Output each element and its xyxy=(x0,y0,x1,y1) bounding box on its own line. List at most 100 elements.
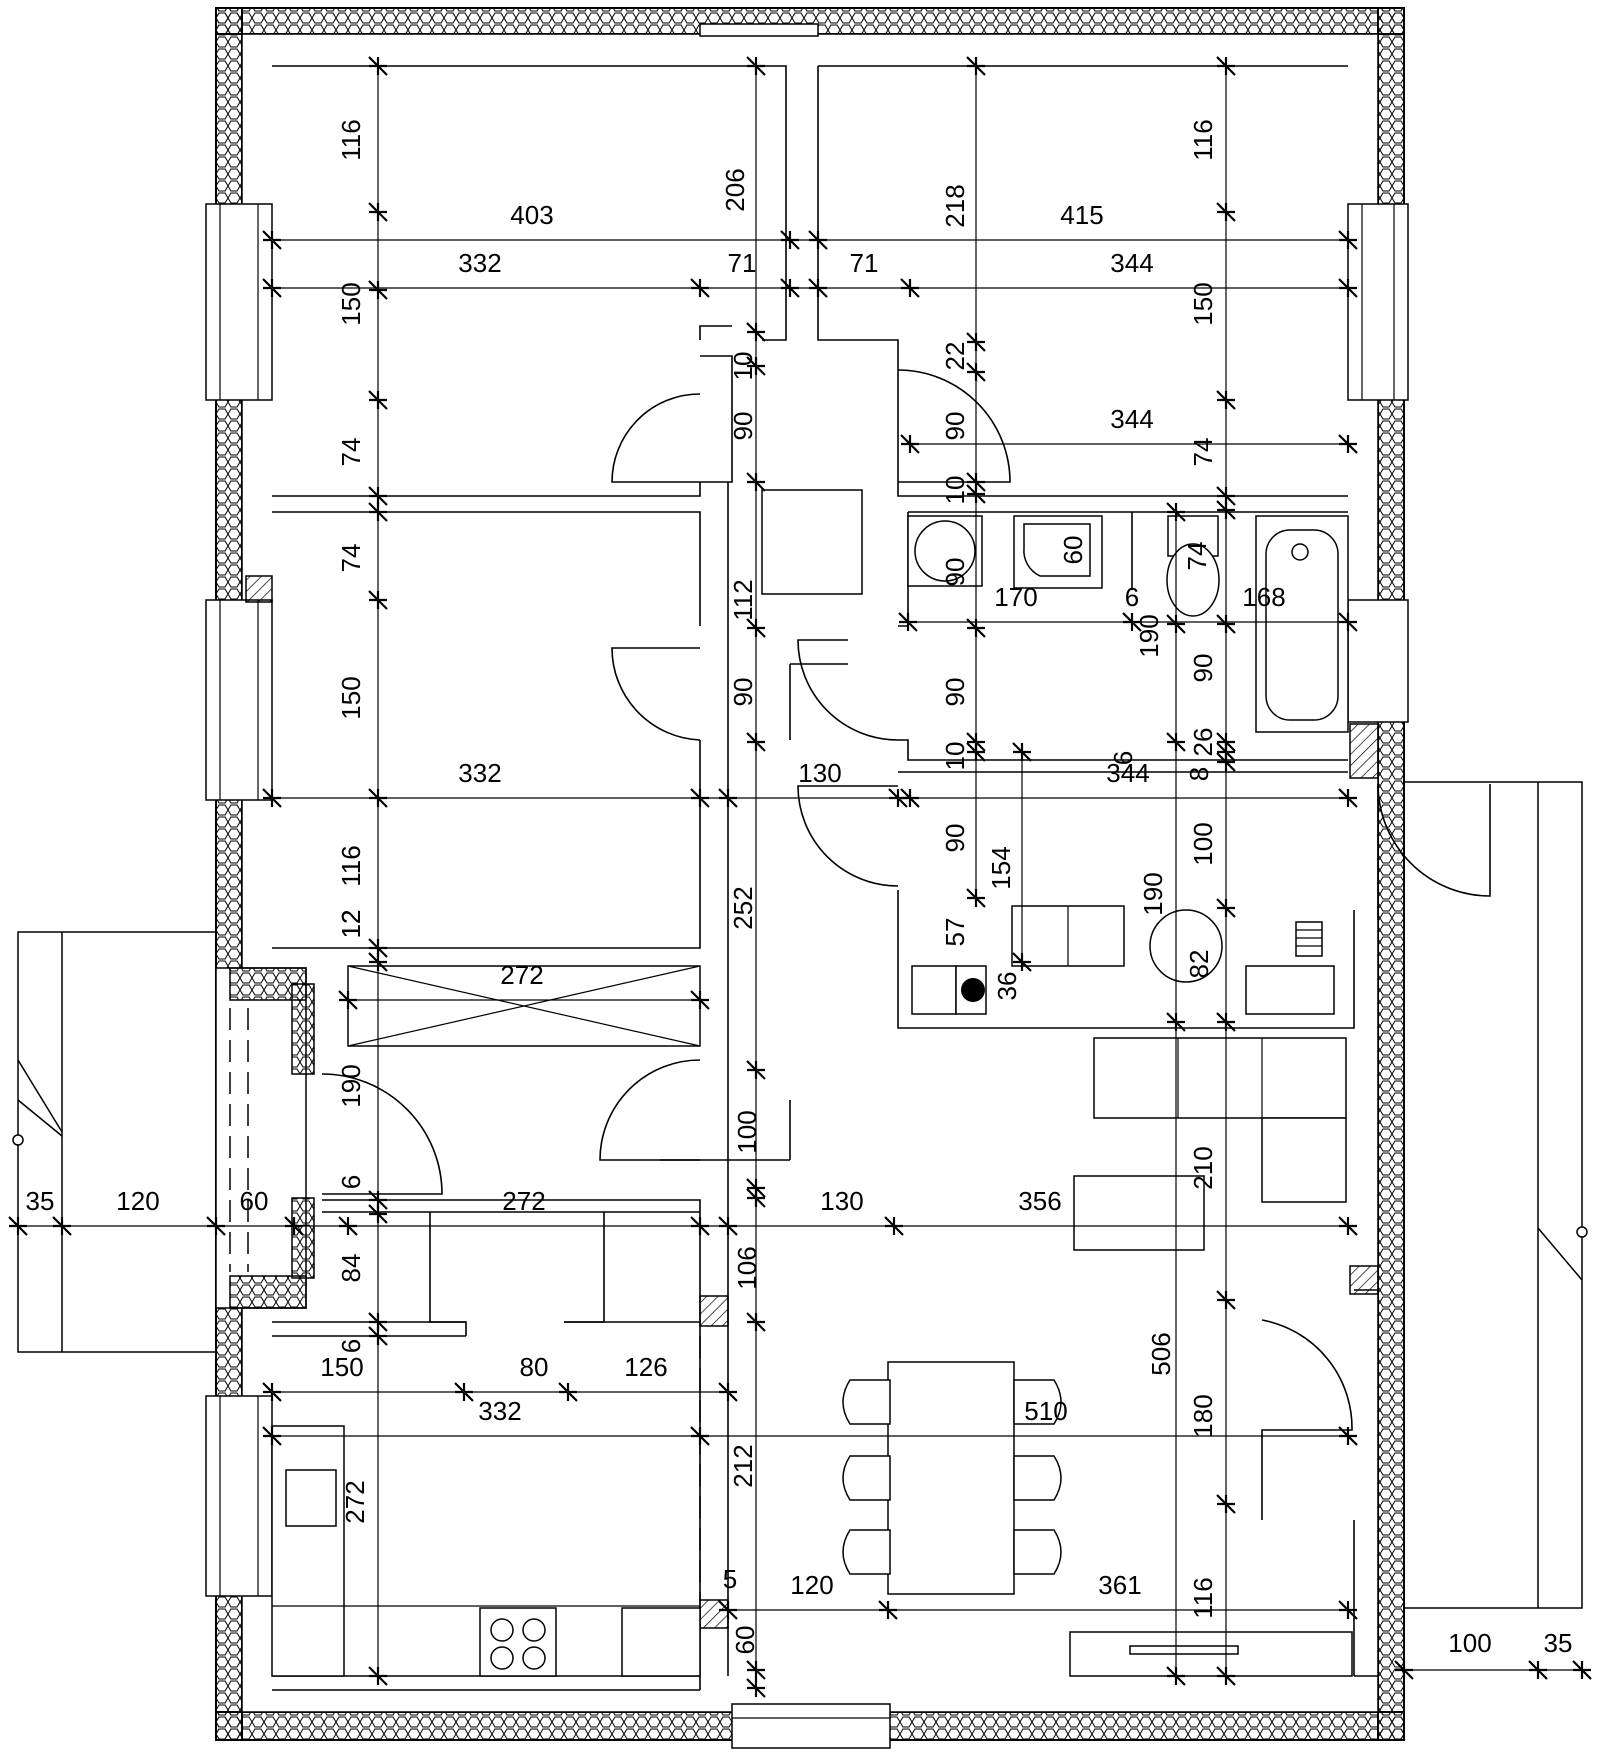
dimension-label: 57 xyxy=(940,918,970,947)
dimension-tick xyxy=(206,1216,226,1236)
dimension-label: 150 xyxy=(336,676,366,719)
dimension-label: 150 xyxy=(320,1352,363,1382)
dimension-label: 26 xyxy=(1188,728,1218,757)
dimension-tick xyxy=(368,390,388,410)
dimension-tick xyxy=(718,1216,738,1236)
dimension-tick xyxy=(8,1216,28,1236)
dimension-label: 5 xyxy=(723,1564,737,1594)
dimension-label: 415 xyxy=(1060,200,1103,230)
dimension-label: 71 xyxy=(728,248,757,278)
dimension-tick xyxy=(262,1382,282,1402)
outer-walls xyxy=(215,7,1405,1741)
dimension-tick xyxy=(1338,434,1358,454)
dimension-tick xyxy=(884,1216,904,1236)
dimension-label: 60 xyxy=(730,1626,760,1655)
dimension-tick xyxy=(368,590,388,610)
dimension-label: 510 xyxy=(1024,1396,1067,1426)
dining-table xyxy=(887,1361,1015,1595)
doors xyxy=(321,369,1491,1520)
dimension-label: 90 xyxy=(940,678,970,707)
dimension-tick xyxy=(368,486,388,506)
dimension-tick xyxy=(690,1216,710,1236)
dimension-label: 74 xyxy=(336,438,366,467)
dimension-tick xyxy=(1338,612,1358,632)
dimension-label: 168 xyxy=(1242,582,1285,612)
dimension-tick xyxy=(808,230,828,250)
dimension-tick xyxy=(262,230,282,250)
dimension-label: 10 xyxy=(728,352,758,381)
door-terrace xyxy=(1261,1319,1353,1520)
dimension-tick xyxy=(1216,390,1236,410)
kitchen-sink xyxy=(285,1469,337,1527)
dimension-tick xyxy=(1166,614,1186,634)
dimension-tick xyxy=(1216,1012,1236,1032)
dimension-tick xyxy=(746,1060,766,1080)
dimension-label: 90 xyxy=(728,412,758,441)
cabinet xyxy=(761,489,863,595)
windows xyxy=(205,23,1409,1749)
dimension-tick xyxy=(262,278,282,298)
dimension-tick xyxy=(1572,1660,1592,1680)
dimension-label: 116 xyxy=(336,119,366,160)
dimension-tick xyxy=(746,1678,766,1698)
dimension-tick xyxy=(1216,500,1236,520)
dimension-label: 206 xyxy=(720,168,750,211)
dimension-label: 506 xyxy=(1146,1332,1176,1375)
dimension-label: 356 xyxy=(1018,1186,1061,1216)
dimension-tick xyxy=(1338,230,1358,250)
door-balcony xyxy=(1377,783,1491,897)
dimension-label: 120 xyxy=(790,1570,833,1600)
dimension-tick xyxy=(690,990,710,1010)
window-living-bottom xyxy=(731,1703,891,1749)
dimension-label: 6 xyxy=(1108,751,1138,765)
dimension-label: 210 xyxy=(1188,1146,1218,1189)
dimension-tick xyxy=(1216,1290,1236,1310)
door-bathroom xyxy=(797,639,899,741)
window-bathroom xyxy=(1347,599,1409,723)
dimension-tick xyxy=(690,278,710,298)
dimension-label: 190 xyxy=(1138,872,1168,915)
dimension-label: 82 xyxy=(1184,950,1214,979)
dimension-tick xyxy=(966,888,986,908)
dimension-label: 100 xyxy=(732,1110,762,1153)
door-bedroom-1 xyxy=(611,393,701,483)
dimension-tick xyxy=(368,502,388,522)
dimension-tick xyxy=(1338,1426,1358,1446)
dimension-tick xyxy=(746,1188,766,1208)
dimension-tick xyxy=(746,322,766,342)
dimension-label: 112 xyxy=(728,579,758,620)
coffee-table xyxy=(1073,1175,1205,1251)
interior-walls xyxy=(272,65,1379,1691)
dimension-tick xyxy=(966,362,986,382)
dimension-label: 332 xyxy=(458,758,501,788)
dimension-label: 272 xyxy=(502,1186,545,1216)
dimension-tick xyxy=(454,1382,474,1402)
dimension-lines xyxy=(8,56,1592,1698)
dimension-tick xyxy=(1338,1600,1358,1620)
dimension-label: 252 xyxy=(728,886,758,929)
dimension-tick xyxy=(718,788,738,808)
dimension-label: 106 xyxy=(732,1246,762,1289)
porch-left xyxy=(12,931,216,1353)
dimension-label: 90 xyxy=(940,824,970,853)
dimension-tick xyxy=(746,356,766,376)
dimension-label: 332 xyxy=(458,248,501,278)
dining-chairs xyxy=(842,1379,1062,1575)
dimension-label: 361 xyxy=(1098,1570,1141,1600)
dimension-tick xyxy=(746,732,766,752)
dimension-label: 212 xyxy=(728,1444,758,1487)
dimension-label: 218 xyxy=(940,184,970,227)
dimension-tick xyxy=(368,952,388,972)
door-hall xyxy=(599,1059,701,1161)
dimension-tick xyxy=(1216,56,1236,76)
dimension-label: 120 xyxy=(116,1186,159,1216)
dimension-tick xyxy=(1166,1012,1186,1032)
dimension-label: 84 xyxy=(336,1254,366,1283)
dimension-tick xyxy=(1166,502,1186,522)
sink-utility xyxy=(1245,965,1335,1015)
dimension-tick xyxy=(1166,732,1186,752)
dimension-label: 126 xyxy=(624,1352,667,1382)
dimension-label: 344 xyxy=(1110,248,1153,278)
kitchen-counter xyxy=(271,1425,345,1677)
